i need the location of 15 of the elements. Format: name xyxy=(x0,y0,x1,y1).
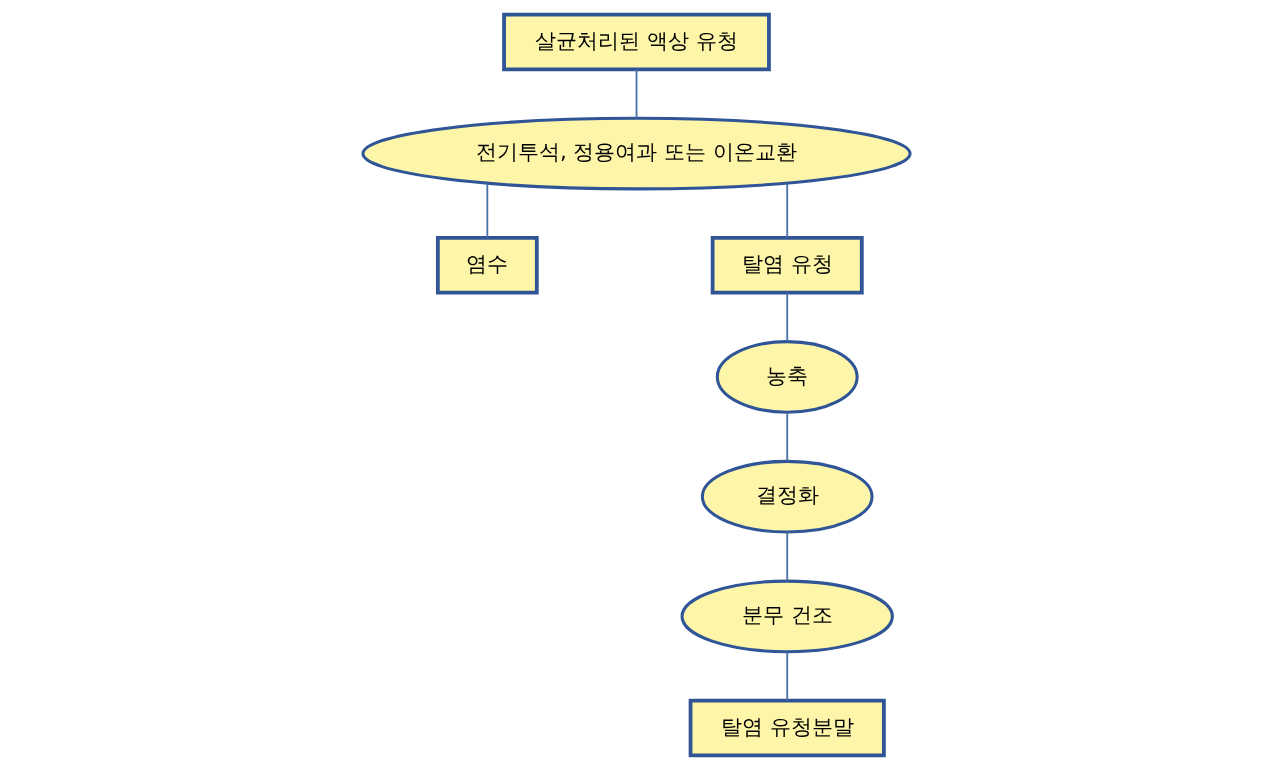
connector xyxy=(486,182,489,239)
node-ellipse: 결정화 xyxy=(700,459,874,534)
connector xyxy=(786,291,789,343)
node-box: 살균처리된 액상 유청 xyxy=(502,12,771,72)
connector xyxy=(786,411,789,462)
connector xyxy=(786,182,789,239)
connector xyxy=(786,531,789,582)
node-box: 탈염 유청분말 xyxy=(688,698,886,758)
connector xyxy=(786,651,789,702)
node-ellipse: 농축 xyxy=(715,340,859,414)
node-ellipse: 전기투석, 정용여과 또는 이온교환 xyxy=(361,116,912,191)
connector xyxy=(635,68,638,119)
node-box: 염수 xyxy=(435,235,539,295)
node-ellipse: 분무 건조 xyxy=(680,579,894,654)
node-box: 탈염 유청 xyxy=(710,235,864,295)
